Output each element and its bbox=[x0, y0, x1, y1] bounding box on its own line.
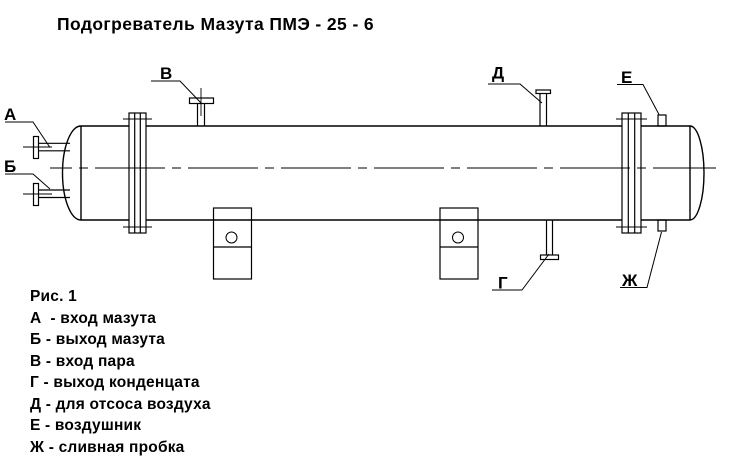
leader-lines bbox=[5, 80, 662, 291]
leader-b bbox=[5, 173, 51, 190]
right-flange bbox=[616, 112, 647, 234]
label-d: Д bbox=[492, 64, 504, 83]
legend-item: Г - выход конденцата bbox=[30, 374, 200, 391]
leader-g bbox=[492, 253, 550, 291]
nozzle-v-steam-inlet bbox=[188, 88, 215, 126]
nozzle-g-condensate-outlet bbox=[539, 220, 560, 261]
label-g: Г bbox=[498, 274, 508, 293]
leader-a bbox=[5, 121, 51, 148]
legend-item: Ж - сливная пробка bbox=[30, 438, 185, 456]
part-letters: А Б В Д Е Г Ж bbox=[4, 64, 638, 293]
nozzle-a-fuel-inlet bbox=[23, 135, 70, 160]
drain-zh-stub bbox=[657, 219, 667, 232]
leader-e bbox=[617, 84, 660, 115]
label-a: А bbox=[4, 105, 16, 124]
legend-item: Б - выход мазута bbox=[30, 331, 165, 348]
legend-item: Д - для отсоса воздуха bbox=[30, 395, 211, 413]
left-head bbox=[61, 125, 129, 221]
nozzle-d-air-suction bbox=[535, 89, 552, 126]
label-e: Е bbox=[621, 68, 632, 87]
right-head bbox=[641, 125, 705, 221]
support-saddle-2 bbox=[439, 207, 479, 280]
legend-item: В - вход пара bbox=[30, 352, 135, 370]
label-zh: Ж bbox=[621, 271, 638, 290]
leader-zh bbox=[620, 231, 662, 288]
support-saddle-1 bbox=[212, 207, 253, 280]
legend-item: Е - воздушник bbox=[30, 417, 142, 434]
left-flange bbox=[123, 112, 152, 234]
vent-e-stub bbox=[657, 114, 667, 127]
label-v: В bbox=[160, 64, 172, 83]
vessel-shell bbox=[146, 125, 622, 221]
page-title: Подогреватель Мазута ПМЭ - 25 - 6 bbox=[57, 14, 375, 34]
nozzle-b-fuel-outlet bbox=[23, 182, 70, 207]
leader-d bbox=[488, 83, 543, 104]
legend-item: А - вход мазута bbox=[30, 309, 157, 327]
leader-v bbox=[151, 80, 203, 105]
legend: Рис. 1 А - вход мазута Б - выход мазута … bbox=[30, 286, 211, 458]
figure-caption: Рис. 1 bbox=[30, 288, 77, 305]
label-b: Б bbox=[4, 157, 16, 176]
